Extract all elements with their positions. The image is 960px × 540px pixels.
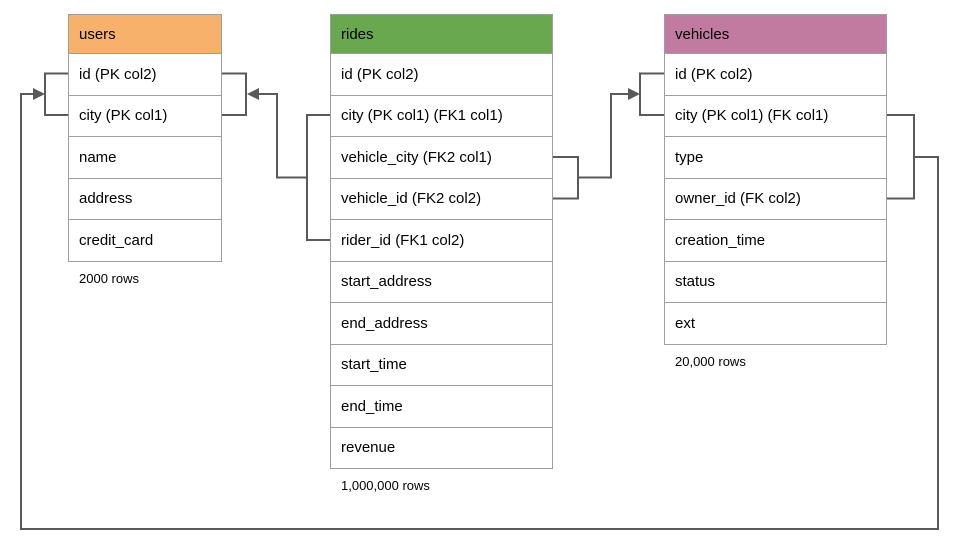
- table-row-rides: end_time: [331, 385, 552, 427]
- rides-left-bracket: [306, 114, 330, 241]
- table-row-users: id (PK col2): [69, 53, 221, 95]
- table-rows-rides: id (PK col2)city (PK col1) (FK1 col1)veh…: [331, 53, 552, 468]
- vehicles-users-link-line: [20, 93, 939, 530]
- users-right-bracket: [222, 72, 247, 116]
- table-row-rides: city (PK col1) (FK1 col1): [331, 94, 552, 136]
- row-count-vehicles: 20,000 rows: [675, 353, 746, 369]
- table-row-vehicles: city (PK col1) (FK col1): [665, 94, 886, 136]
- table-row-vehicles: owner_id (FK col2): [665, 177, 886, 219]
- vehicles-left-bracket: [639, 72, 664, 116]
- table-row-rides: rider_id (FK1 col2): [331, 219, 552, 261]
- table-row-users: address: [69, 177, 221, 219]
- rides-vehicles-link-line: [578, 93, 637, 179]
- rides-right-bracket: [553, 156, 579, 200]
- table-box-rides: rides id (PK col2)city (PK col1) (FK1 co…: [330, 14, 553, 469]
- connector-rides-vehicles: [553, 72, 664, 200]
- row-count-users: 2000 rows: [79, 270, 139, 286]
- table-row-users: city (PK col1): [69, 94, 221, 136]
- arrowhead-into-users-right: [247, 88, 259, 100]
- table-row-vehicles: type: [665, 136, 886, 178]
- arrowhead-into-users-left: [33, 88, 45, 100]
- table-row-vehicles: ext: [665, 302, 886, 344]
- table-row-rides: start_time: [331, 343, 552, 385]
- row-count-rides: 1,000,000 rows: [341, 478, 430, 493]
- arrowhead-into-vehicles-left: [628, 88, 640, 100]
- table-header-rides: rides: [331, 15, 552, 53]
- table-vehicles: vehicles id (PK col2)city (PK col1) (FK …: [664, 14, 887, 369]
- table-row-rides: revenue: [331, 426, 552, 468]
- table-row-rides: start_address: [331, 260, 552, 302]
- connector-rides-users: [222, 72, 330, 241]
- table-box-vehicles: vehicles id (PK col2)city (PK col1) (FK …: [664, 14, 887, 345]
- table-row-vehicles: id (PK col2): [665, 53, 886, 95]
- table-row-rides: end_address: [331, 302, 552, 344]
- rides-users-link-line: [250, 93, 307, 179]
- table-row-rides: vehicle_city (FK2 col1): [331, 136, 552, 178]
- connector-vehicles-users: [20, 72, 939, 530]
- table-header-users: users: [69, 15, 221, 53]
- table-rides: rides id (PK col2)city (PK col1) (FK1 co…: [330, 14, 553, 493]
- table-rows-vehicles: id (PK col2)city (PK col1) (FK col1)type…: [665, 53, 886, 344]
- table-row-vehicles: creation_time: [665, 219, 886, 261]
- users-left-bracket: [44, 72, 68, 116]
- vehicles-right-bracket: [887, 114, 915, 200]
- table-row-vehicles: status: [665, 260, 886, 302]
- table-row-users: credit_card: [69, 219, 221, 261]
- table-row-rides: id (PK col2): [331, 53, 552, 95]
- table-header-vehicles: vehicles: [665, 15, 886, 53]
- table-row-users: name: [69, 136, 221, 178]
- table-row-rides: vehicle_id (FK2 col2): [331, 177, 552, 219]
